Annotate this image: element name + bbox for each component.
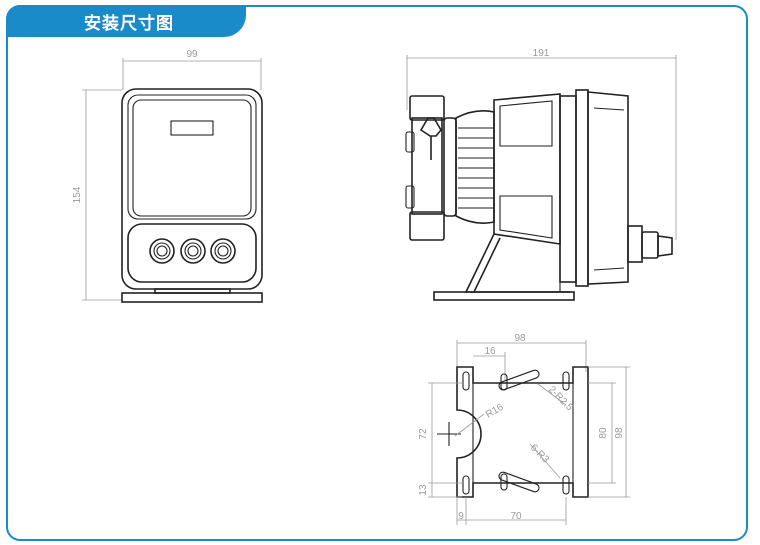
dim-base-72: 72 xyxy=(418,428,429,440)
dim-base-70: 70 xyxy=(510,511,522,522)
label-slots: 2-R2.5 xyxy=(546,384,575,413)
dim-base-13: 13 xyxy=(418,484,429,496)
dim-base-offset: 16 xyxy=(484,346,496,357)
label-radius: R16 xyxy=(484,402,506,421)
dim-base-width: 98 xyxy=(514,333,526,344)
title-tab: 安装尺寸图 xyxy=(6,5,246,37)
dim-base-98: 98 xyxy=(614,427,625,439)
connector-left xyxy=(149,238,175,264)
connector-right xyxy=(210,238,236,264)
dim-base-9: 9 xyxy=(458,511,464,522)
connector-middle xyxy=(180,238,206,264)
dim-front-height: 154 xyxy=(72,186,83,203)
side-view: 191 xyxy=(405,48,677,301)
page-title: 安装尺寸图 xyxy=(84,13,174,34)
label-holes: 6-R3 xyxy=(528,442,551,465)
dim-base-80: 80 xyxy=(598,427,609,439)
front-view: 99 154 xyxy=(72,49,263,303)
base-view: 98 16 R16 2-R2.5 6-R3 72 xyxy=(418,333,630,525)
dim-front-width: 99 xyxy=(186,49,198,60)
dim-side-length: 191 xyxy=(533,48,550,59)
